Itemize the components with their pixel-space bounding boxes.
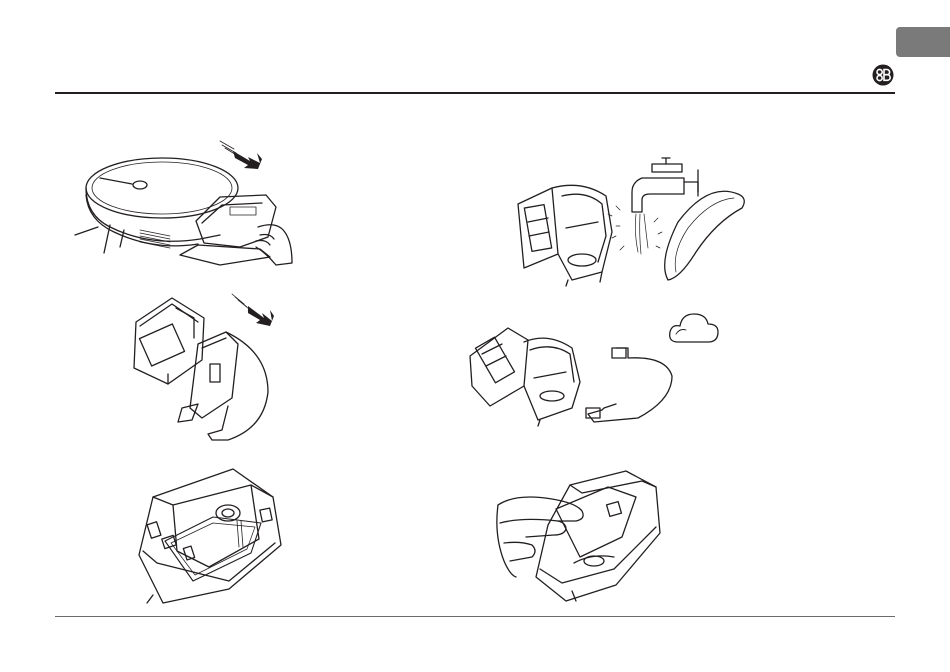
header-rule [55, 92, 895, 94]
language-tab [896, 27, 950, 57]
robot-vacuum-remove-dustbin-icon [70, 135, 300, 270]
air-dry-dustbin-filter-icon [468, 296, 720, 426]
footer-rule [55, 616, 895, 617]
dustbin-separate-mop-holder-icon [128, 288, 278, 450]
wash-dustbin-under-tap-icon [512, 152, 750, 288]
brand-logo-icon [872, 64, 894, 86]
reattach-mop-cloth-icon [496, 465, 668, 603]
dustbin-underside-mop-icon [133, 463, 285, 606]
